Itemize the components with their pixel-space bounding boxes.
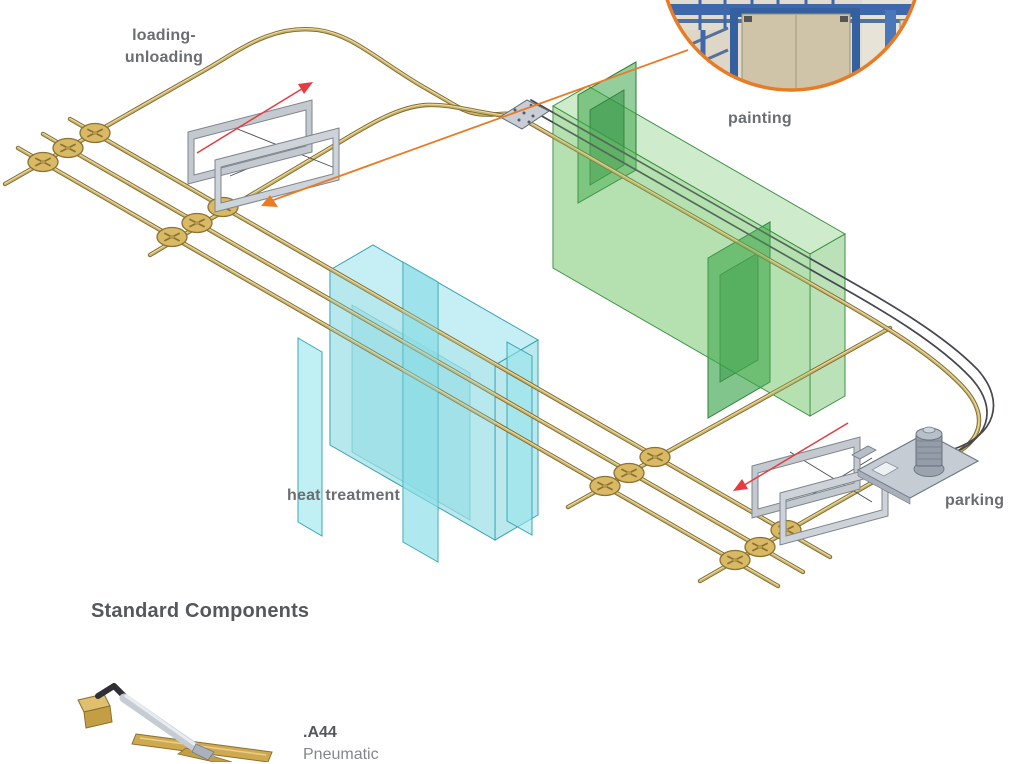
carrier-frame — [187, 99, 313, 185]
painting-booth — [551, 61, 847, 419]
section-heading: Standard Components — [91, 600, 310, 622]
track-rail-5 — [148, 103, 514, 257]
junction-switch-5 — [181, 212, 213, 234]
painting-photo-inset — [661, 0, 921, 92]
photo-callout — [261, 49, 689, 207]
station-label-parking: parking — [945, 492, 1005, 509]
carrier-frames-loading — [187, 99, 340, 213]
callout-line — [267, 49, 689, 203]
drive-unit — [851, 426, 980, 505]
junction-switch-9 — [589, 475, 621, 497]
track-rail-2 — [42, 132, 804, 572]
junction-switch-6 — [156, 226, 188, 248]
motor-cap — [922, 426, 936, 434]
junction-switch-3 — [27, 151, 59, 173]
track-rail-4 — [3, 27, 516, 186]
station-label-loading-unloading: loading- unloading — [108, 25, 220, 69]
power-rail-2 — [530, 99, 995, 450]
station-label-painting: painting — [728, 110, 792, 127]
junction-switch-8 — [613, 462, 645, 484]
transfer-trolley — [499, 99, 550, 130]
component-name: Pneumatic — [303, 746, 379, 763]
junction-switch-12 — [719, 549, 751, 571]
junction-switch-1 — [79, 122, 111, 144]
flow-arrow-loading — [196, 86, 306, 154]
heat-treatment-slab-tint — [403, 262, 438, 562]
carrier-frame — [214, 127, 340, 213]
track-rail-3 — [17, 146, 779, 586]
track-rail-5 — [149, 103, 513, 255]
callout-arrow — [261, 195, 278, 207]
junction-switch-11 — [744, 536, 776, 558]
pneumatic-switch-illustration — [77, 683, 273, 762]
heat-treatment-front-tint — [330, 270, 495, 540]
junction-switch-2 — [52, 137, 84, 159]
station-label-heat-treatment: heat treatment — [287, 487, 401, 504]
junction-switch-7 — [639, 446, 671, 468]
pneumatic-cylinder — [119, 693, 201, 753]
track-rail-1 — [68, 117, 832, 559]
loading-label-line2: unloading — [124, 49, 204, 66]
flow-arrow-parking — [740, 422, 849, 488]
carrier-frame — [751, 436, 861, 519]
painting-portal-tint — [708, 222, 770, 418]
track-rail-2 — [41, 132, 805, 574]
track-rail-1 — [69, 117, 831, 557]
track-rail-3 — [16, 146, 780, 588]
track-network — [2, 26, 995, 589]
painting-front-tint — [553, 106, 810, 416]
photo-border — [665, 0, 917, 92]
junction-switches — [27, 122, 802, 571]
component-code: .A44 — [303, 724, 337, 741]
flow-arrows — [196, 82, 849, 491]
loading-label-line1: loading- — [132, 27, 196, 44]
